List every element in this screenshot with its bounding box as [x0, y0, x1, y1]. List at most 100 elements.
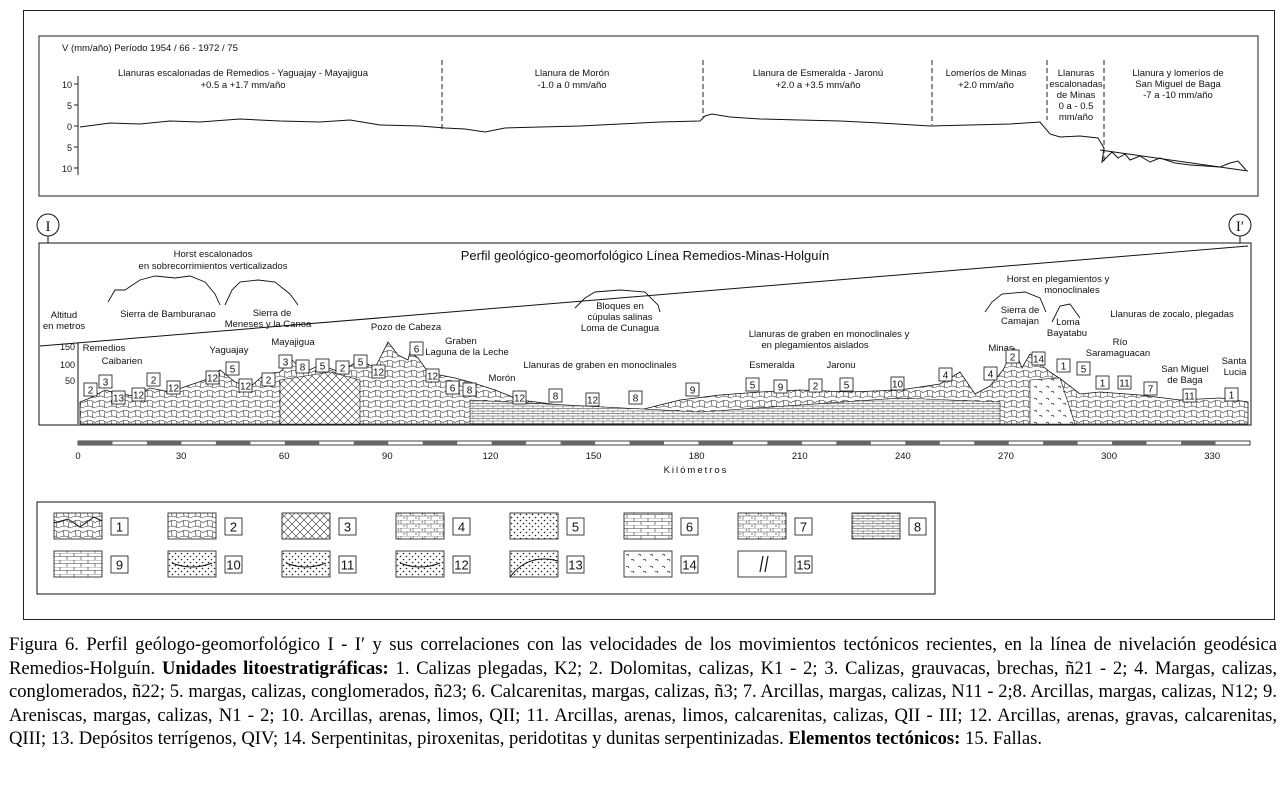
- label-camajan: Sierra de: [1001, 305, 1040, 316]
- svg-text:7: 7: [800, 520, 807, 535]
- km-tick: 0: [75, 451, 80, 462]
- limestone-body: [280, 372, 360, 424]
- svg-text:11: 11: [1184, 392, 1195, 403]
- svg-text:15: 15: [796, 558, 810, 573]
- svg-text:12: 12: [373, 368, 385, 379]
- zone-name: de Minas: [1057, 90, 1096, 101]
- label-mayajigua: Mayajigua: [271, 337, 315, 348]
- figure-caption: Figura 6. Perfil geólogo-geomorfológico …: [9, 633, 1277, 751]
- svg-text:12: 12: [427, 372, 439, 383]
- svg-text:10: 10: [226, 558, 240, 573]
- svg-text:9: 9: [778, 383, 784, 394]
- svg-text:9: 9: [690, 386, 696, 397]
- unit-box: 13: [112, 391, 125, 405]
- vy-tick: 10: [62, 80, 72, 90]
- unit-box: 5: [226, 362, 239, 376]
- unit-box: 8: [463, 383, 476, 397]
- svg-text:12: 12: [133, 391, 145, 402]
- label-graben: Graben: [445, 336, 477, 347]
- svg-text:14: 14: [682, 558, 696, 573]
- label-bayatabu: Loma: [1056, 317, 1080, 328]
- label-esmeralda: Esmeralda: [749, 360, 795, 371]
- svg-text:12: 12: [207, 374, 219, 385]
- alt-tick: 50: [65, 376, 75, 386]
- svg-text:2: 2: [813, 382, 819, 393]
- svg-text:I′: I′: [1236, 219, 1244, 235]
- svg-text:2: 2: [340, 364, 346, 375]
- unit-box: 1: [1225, 388, 1238, 402]
- unit-box: 5: [354, 355, 367, 369]
- label-pozo: Pozo de Cabeza: [371, 322, 442, 333]
- figure-svg: V (mm/año) Período 1954 / 66 - 1972 / 75…: [0, 0, 1286, 625]
- label-santalucia: Lucia: [1224, 367, 1247, 378]
- label-llanuras2: Llanuras de graben en monoclinales y: [749, 329, 910, 340]
- zone-name: Llanuras: [1058, 68, 1095, 79]
- unit-box: 1: [1096, 376, 1109, 390]
- svg-text:6: 6: [414, 345, 420, 356]
- vy-tick: 5: [67, 101, 72, 111]
- svg-text:5: 5: [1081, 365, 1087, 376]
- label-caibarien: Caibarien: [102, 356, 143, 367]
- svg-text:3: 3: [283, 358, 289, 369]
- unit-box: 9: [686, 383, 699, 397]
- km-tick: 240: [895, 451, 911, 462]
- altitude-label: en metros: [43, 321, 85, 332]
- km-label: Kilómetros: [664, 465, 729, 476]
- svg-text:3: 3: [344, 520, 351, 535]
- zone-rate: 0 a - 0.5: [1059, 101, 1094, 112]
- label-meneses: Sierra de: [253, 308, 292, 319]
- zone-name: escalonadas: [1049, 79, 1103, 90]
- vy-tick: 5: [67, 143, 72, 153]
- caption-heading-tectonic: Elementos tectónicos:: [788, 728, 960, 749]
- zone-rate: -7 a -10 mm/año: [1143, 90, 1213, 101]
- label-camajan: Camajan: [1001, 316, 1039, 327]
- label-bamburanao: Sierra de Bamburanao: [120, 309, 216, 320]
- zone-rate: +2.0 mm/año: [958, 80, 1014, 91]
- unit-box: 12: [586, 393, 599, 407]
- zone-rate: mm/año: [1059, 112, 1093, 123]
- caption-tectonic: 15. Fallas.: [965, 728, 1042, 749]
- profile-title: Perfil geológico-geomorfológico Línea Re…: [461, 248, 830, 263]
- zone-name: San Miguel de Baga: [1135, 79, 1221, 90]
- zone-rate: -1.0 a 0 mm/año: [537, 80, 606, 91]
- svg-text:5: 5: [320, 362, 326, 373]
- unit-box: 12: [206, 371, 219, 385]
- km-tick: 30: [176, 451, 187, 462]
- km-tick: 180: [689, 451, 705, 462]
- svg-text:8: 8: [914, 520, 921, 535]
- unit-box: 12: [167, 381, 180, 395]
- label-meneses: Meneses y la Canoa: [225, 319, 312, 330]
- unit-box: 12: [426, 369, 439, 383]
- label-llanuras1: Llanuras de graben en monoclinales: [523, 360, 676, 371]
- svg-text:12: 12: [514, 394, 526, 405]
- altitude-label: Altitud: [51, 310, 77, 321]
- svg-text:1: 1: [1100, 379, 1106, 390]
- unit-box: 14: [1032, 352, 1045, 366]
- unit-box: 12: [372, 365, 385, 379]
- unit-box: 6: [410, 342, 423, 356]
- unit-box: 3: [99, 375, 112, 389]
- svg-text:13: 13: [113, 394, 125, 405]
- zone-name: Llanura y lomeríos de: [1132, 68, 1223, 79]
- km-tick: 150: [586, 451, 602, 462]
- label-rio: Saramaguacan: [1086, 348, 1150, 359]
- svg-text:9: 9: [116, 558, 123, 573]
- km-tick: 120: [483, 451, 499, 462]
- unit-box: 2: [1006, 350, 1019, 364]
- svg-text:8: 8: [467, 386, 473, 397]
- zone-name: Llanura de Morón: [535, 68, 609, 79]
- svg-text:4: 4: [988, 370, 994, 381]
- svg-text:7: 7: [1148, 385, 1154, 396]
- label-graben: Laguna de la Leche: [425, 347, 508, 358]
- label-remedios: Remedios: [83, 343, 126, 354]
- profile-marker-right: I′: [1229, 214, 1251, 236]
- zone-name: Llanuras escalonadas de Remedios - Yagua…: [118, 68, 369, 79]
- svg-text:11: 11: [341, 558, 355, 573]
- svg-text:1: 1: [1229, 391, 1235, 402]
- svg-text:4: 4: [458, 520, 465, 535]
- unit-box: 2: [336, 361, 349, 375]
- unit-box: 11: [1183, 389, 1196, 403]
- km-tick: 90: [382, 451, 393, 462]
- label-rio: Río: [1113, 337, 1128, 348]
- svg-text:5: 5: [230, 365, 236, 376]
